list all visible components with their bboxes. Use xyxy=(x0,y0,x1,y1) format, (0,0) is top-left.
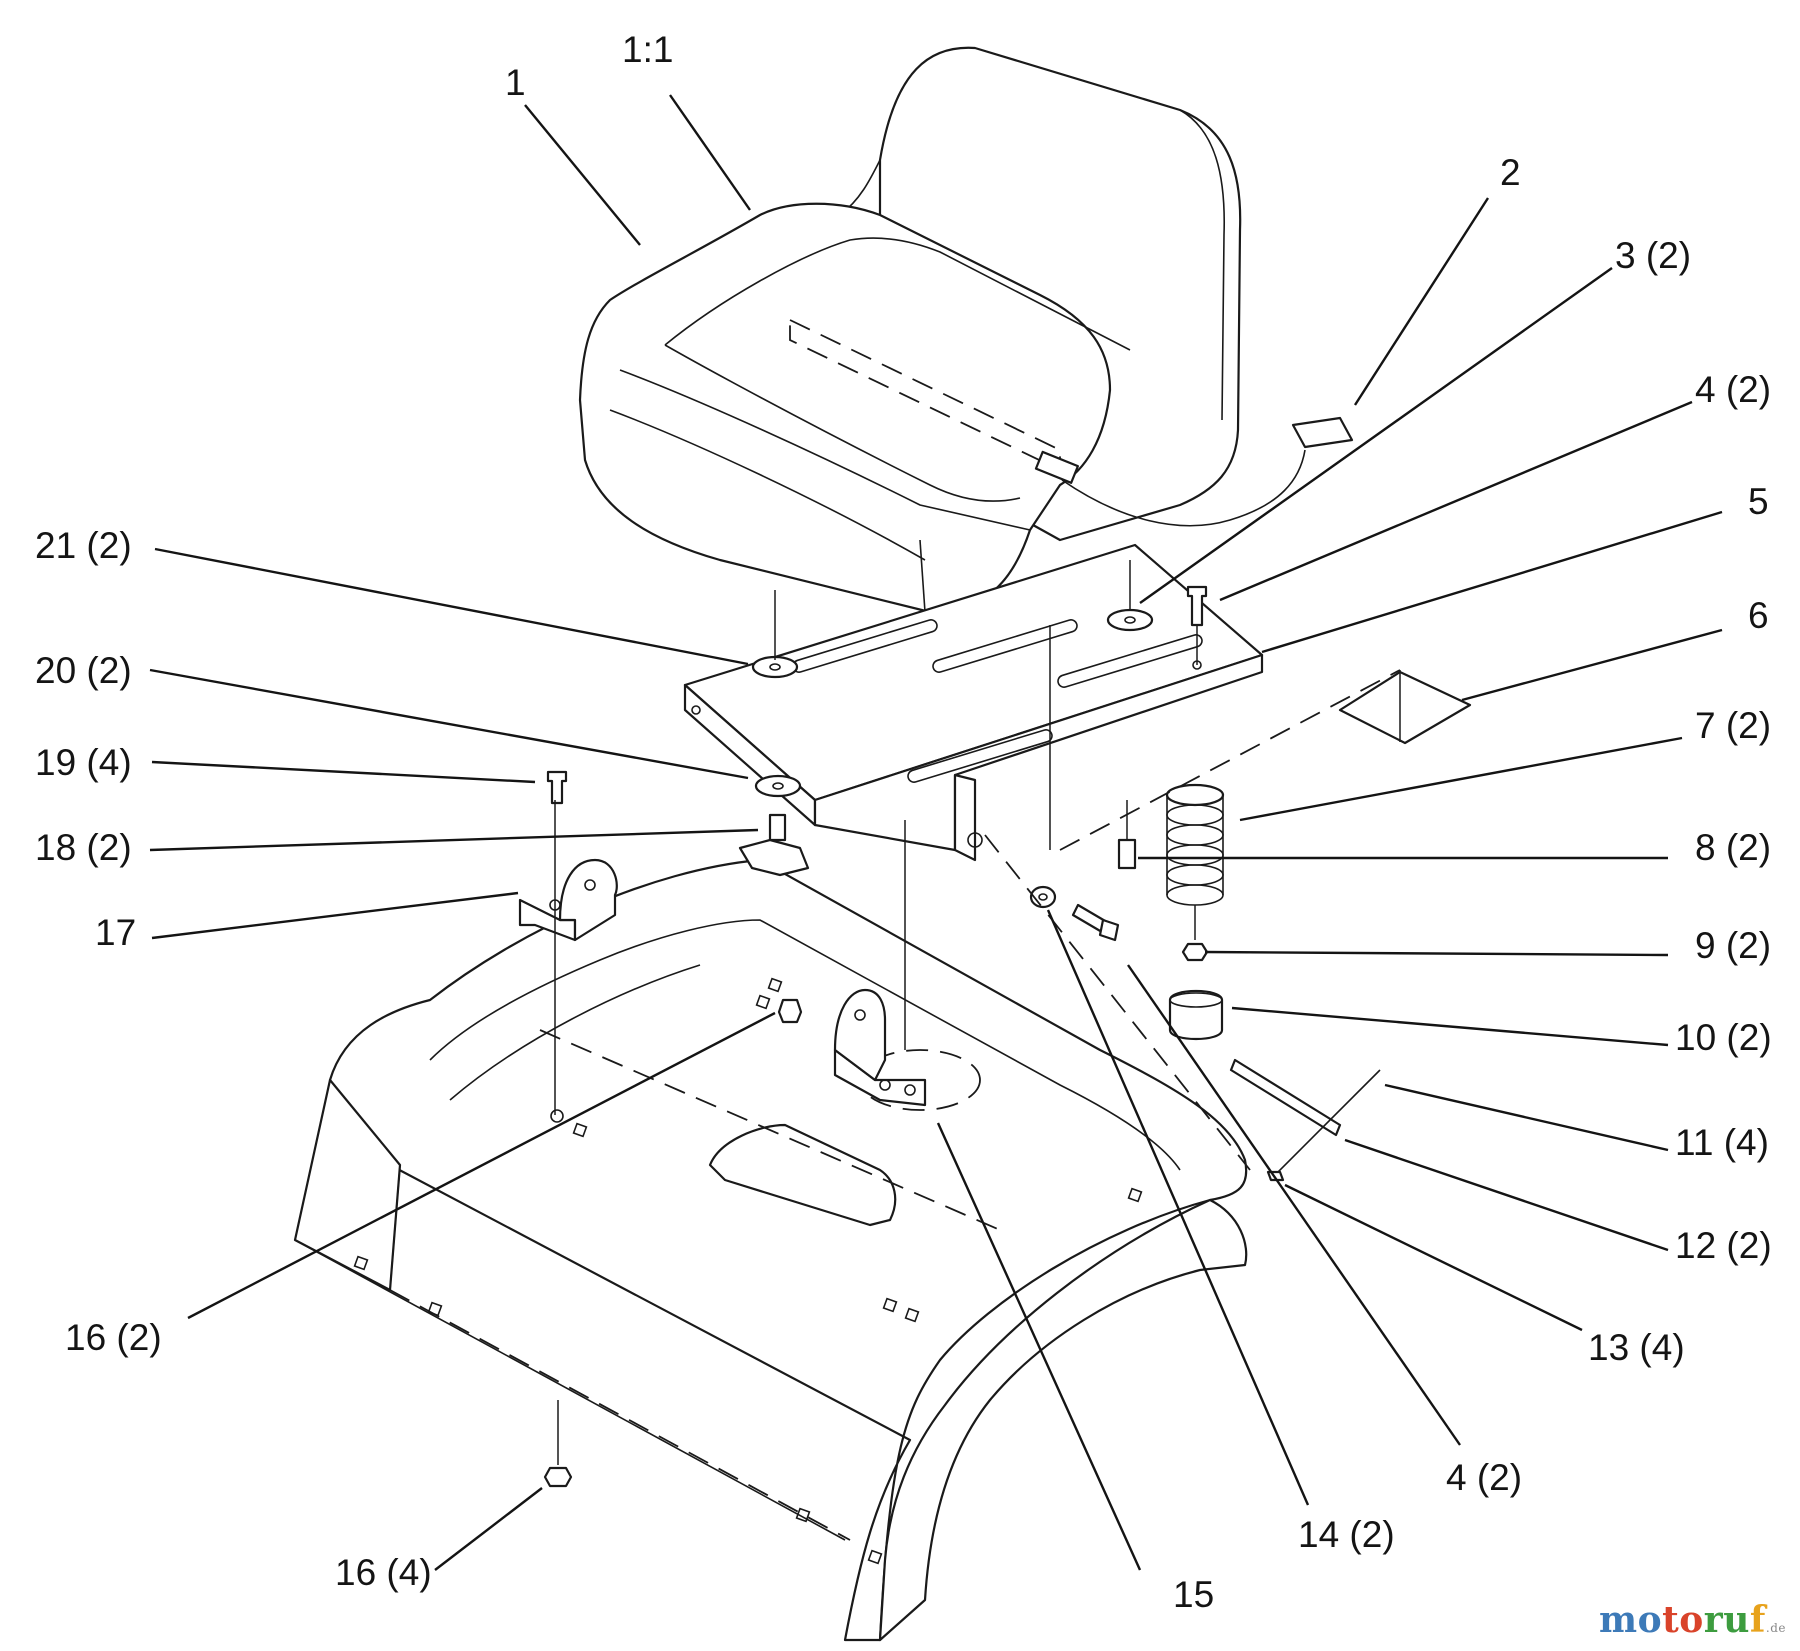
seat-cushion xyxy=(578,202,1112,614)
part-2-connector xyxy=(1291,416,1354,449)
washer-20 xyxy=(754,774,802,798)
nut-16-bottom xyxy=(543,1466,573,1488)
seat xyxy=(578,46,1306,632)
knob xyxy=(738,838,810,877)
bolt-8 xyxy=(1117,838,1137,870)
callout-14: 14 (2) xyxy=(1298,1514,1395,1555)
callout-16-left: 16 (2) xyxy=(65,1317,162,1358)
bolt-4 xyxy=(1186,585,1208,627)
callout-18: 18 (2) xyxy=(35,827,132,868)
callout-3: 3 (2) xyxy=(1615,235,1691,276)
callout-labels: 1 1:1 2 3 (2) 4 (2) 5 6 7 (2) 8 (2) 9 (2… xyxy=(35,29,1772,1615)
callout-6: 6 xyxy=(1748,595,1769,636)
callout-4-bottom: 4 (2) xyxy=(1446,1457,1522,1498)
callout-12: 12 (2) xyxy=(1675,1225,1772,1266)
callout-17: 17 xyxy=(95,912,136,953)
callout-21: 21 (2) xyxy=(35,525,132,566)
callout-20: 20 (2) xyxy=(35,650,132,691)
callout-2: 2 xyxy=(1500,152,1521,193)
watermark: motoruf.de xyxy=(1599,1599,1786,1641)
callout-11: 11 (4) xyxy=(1675,1122,1769,1163)
strap-12 xyxy=(1229,1058,1342,1137)
callout-1-1: 1:1 xyxy=(622,29,673,70)
leader-lines xyxy=(149,94,1723,1571)
callout-1: 1 xyxy=(505,62,526,103)
callout-8: 8 (2) xyxy=(1695,827,1771,868)
bumper-10 xyxy=(1168,990,1224,1040)
spring-7 xyxy=(1165,783,1225,906)
callout-13: 13 (4) xyxy=(1588,1327,1685,1368)
bolt-19 xyxy=(546,770,568,805)
callout-19: 19 (4) xyxy=(35,742,132,783)
stud-18 xyxy=(768,813,787,842)
bracket-17 xyxy=(518,858,618,942)
nut-16-center xyxy=(777,998,803,1024)
bracket-15 xyxy=(833,988,927,1107)
callout-4-top: 4 (2) xyxy=(1695,369,1771,410)
screw-11 xyxy=(1269,1069,1381,1181)
fender-pan xyxy=(293,858,1248,1642)
washer-3 xyxy=(1106,608,1154,632)
decal-6 xyxy=(1338,670,1472,745)
callout-9: 9 (2) xyxy=(1695,925,1771,966)
callout-10: 10 (2) xyxy=(1675,1017,1772,1058)
nut-9 xyxy=(1181,942,1209,962)
callout-7: 7 (2) xyxy=(1695,705,1771,746)
callout-5: 5 xyxy=(1748,481,1769,522)
callout-16-bottom: 16 (4) xyxy=(335,1552,432,1593)
callout-15: 15 xyxy=(1173,1574,1214,1615)
